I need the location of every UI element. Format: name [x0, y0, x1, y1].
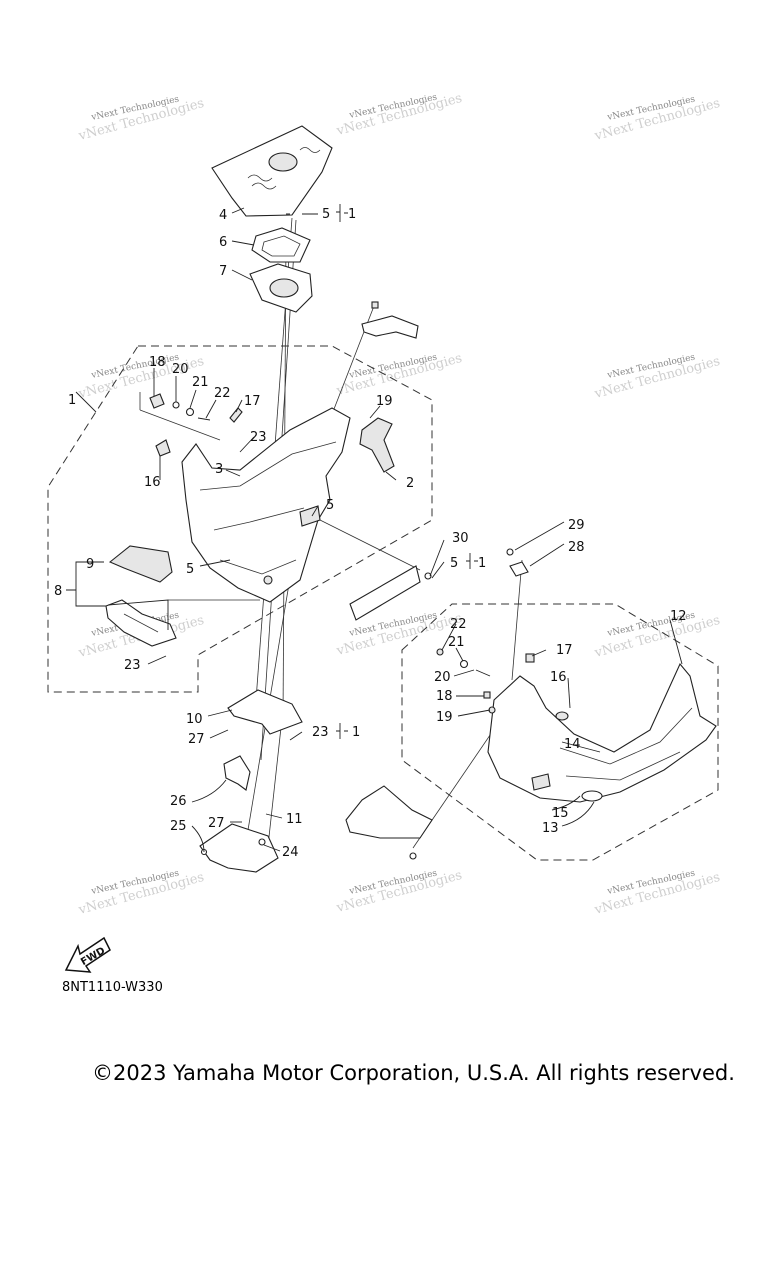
callout-30: 30 [452, 531, 469, 546]
diagram-code: 8NT1110-W330 [62, 980, 163, 995]
callout-15: 15 [552, 806, 569, 821]
part-6-gasket [251, 227, 311, 263]
part-2-bracket [359, 417, 395, 473]
part-26-plate [223, 755, 251, 791]
upper-bracket [361, 301, 419, 339]
part-9-panel [108, 545, 173, 583]
part-4-pad [211, 125, 333, 217]
callout-7: 7 [219, 264, 227, 279]
callout-8: 8 [54, 584, 62, 599]
part-7-plate [249, 263, 313, 313]
callout-25: 25 [170, 819, 187, 834]
callout-28: 28 [568, 540, 585, 555]
callout-1: 1 [348, 207, 356, 222]
callout-20: 20 [434, 670, 451, 685]
callout-1: 1 [478, 556, 486, 571]
callout-23: 23 [124, 658, 141, 673]
callout-23: 23 [250, 430, 267, 445]
floor-bracket [345, 785, 433, 860]
fwd-arrow-icon: FWD [64, 936, 111, 973]
callout-16: 16 [144, 475, 161, 490]
callout-27: 27 [188, 732, 205, 747]
callout-29: 29 [568, 518, 585, 533]
callout-1: 1 [68, 393, 76, 408]
fastener-group-left [149, 393, 243, 457]
callout-2: 2 [406, 476, 414, 491]
callout-27: 27 [208, 816, 225, 831]
callout-22: 22 [214, 386, 231, 401]
assembly-boundary-left [47, 345, 433, 693]
callout-5: 5 [322, 207, 330, 222]
callout-17: 17 [244, 394, 261, 409]
part-30-strip [349, 565, 432, 621]
callout-19: 19 [436, 710, 453, 725]
callout-13: 13 [542, 821, 559, 836]
callout-6: 6 [219, 235, 227, 250]
callout-23: 23 [312, 725, 329, 740]
callout-5: 5 [326, 498, 334, 513]
callouts: 4 5 1 6 7 18 20 21 22 17 1 19 23 3 16 2 … [54, 207, 687, 860]
callout-12: 12 [670, 609, 687, 624]
callout-18: 18 [149, 355, 166, 370]
callout-5: 5 [450, 556, 458, 571]
copyright-notice: ©2023 Yamaha Motor Corporation, U.S.A. A… [92, 1061, 735, 1085]
part-10-lower-bracket [227, 689, 303, 735]
callout-10: 10 [186, 712, 203, 727]
callout-22: 22 [450, 617, 467, 632]
callout-5: 5 [186, 562, 194, 577]
part-8-side-cover [105, 599, 177, 647]
callout-21: 21 [448, 635, 465, 650]
callout-26: 26 [170, 794, 187, 809]
part-3-inner-cover [181, 407, 351, 603]
callout-4: 4 [219, 208, 227, 223]
part-28-clip [506, 548, 529, 577]
callout-18: 18 [436, 689, 453, 704]
callout-14: 14 [564, 737, 581, 752]
callout-1: 1 [352, 725, 360, 740]
leader-lines [66, 204, 683, 853]
part-12-lower-cowl [487, 662, 717, 803]
callout-16: 16 [550, 670, 567, 685]
callout-3: 3 [215, 462, 223, 477]
callout-17: 17 [556, 643, 573, 658]
assembly-boundary-right [401, 603, 719, 861]
callout-21: 21 [192, 375, 209, 390]
callout-24: 24 [282, 845, 299, 860]
part-25-bottom-cover [199, 823, 279, 873]
callout-11: 11 [286, 812, 303, 827]
callout-19: 19 [376, 394, 393, 409]
callout-20: 20 [172, 362, 189, 377]
callout-9: 9 [86, 557, 94, 572]
parts-diagram: vNext Technologies vNext Technologies vN… [47, 91, 722, 973]
